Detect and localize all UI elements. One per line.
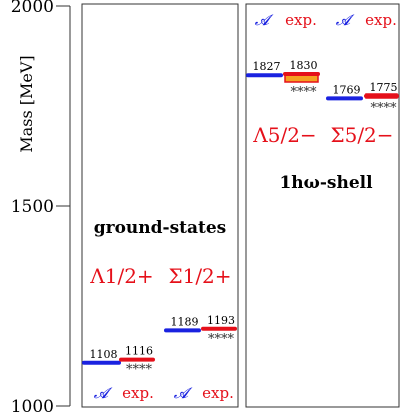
column-label-model-sigma-shell: 𝓐	[336, 11, 355, 29]
exp-mass-label-p0-s0: 1116	[125, 345, 153, 358]
levels: 1108 1116 **** 1189 1193 **** 1827 1830 **** 1769…	[82, 59, 399, 378]
exp-rating-p1-s1: ****	[371, 101, 398, 116]
y-tick-label-1: 1500	[11, 197, 54, 217]
panel-1hw-shell-title: 1hω-shell	[279, 173, 373, 193]
exp-rating-p0-s0: ****	[126, 363, 153, 378]
column-label-exp-sigma-shell: exp.	[365, 11, 397, 29]
column-label-exp-lambda-shell: exp.	[285, 11, 317, 29]
exp-mass-label-p0-s1: 1193	[207, 314, 235, 327]
panel-1hw-shell-frame	[245, 3, 400, 408]
exp-mass-label-p1-s0: 1830	[290, 59, 318, 72]
state-name-sigma-5-2-minus: Σ5/2−	[330, 123, 393, 147]
model-mass-label-p0-s0: 1108	[90, 348, 118, 361]
state-name-lambda-1-2-plus: Λ1/2+	[89, 264, 153, 288]
panel-ground-states-frame	[81, 3, 239, 408]
exp-rating-p0-s1: ****	[208, 332, 235, 347]
panel-ground-states-title: ground-states	[94, 218, 227, 238]
y-ticks: 1000 1500 2000	[11, 0, 70, 412]
exp-mass-label-p1-s1: 1775	[370, 81, 398, 94]
model-mass-label-p1-s1: 1769	[333, 83, 361, 96]
column-label-model-lambda-ground: 𝓐	[94, 384, 113, 402]
state-name-sigma-1-2-plus: Σ1/2+	[168, 264, 231, 288]
model-mass-label-p0-s1: 1189	[171, 315, 199, 328]
column-label-model-sigma-ground: 𝓐	[174, 384, 193, 402]
column-label-exp-sigma-ground: exp.	[202, 384, 234, 402]
exp-rating-p1-s0: ****	[291, 85, 318, 100]
model-mass-label-p1-s0: 1827	[253, 60, 281, 73]
state-name-lambda-5-2-minus: Λ5/2−	[252, 123, 316, 147]
column-label-model-lambda-shell: 𝓐	[255, 11, 274, 29]
y-axis-label: Mass [MeV]	[17, 55, 36, 152]
y-tick-label-2: 2000	[11, 0, 54, 17]
column-label-exp-lambda-ground: exp.	[122, 384, 154, 402]
y-axis: 1000 1500 2000 Mass [MeV]	[11, 0, 71, 412]
y-tick-label-0: 1000	[11, 397, 54, 412]
